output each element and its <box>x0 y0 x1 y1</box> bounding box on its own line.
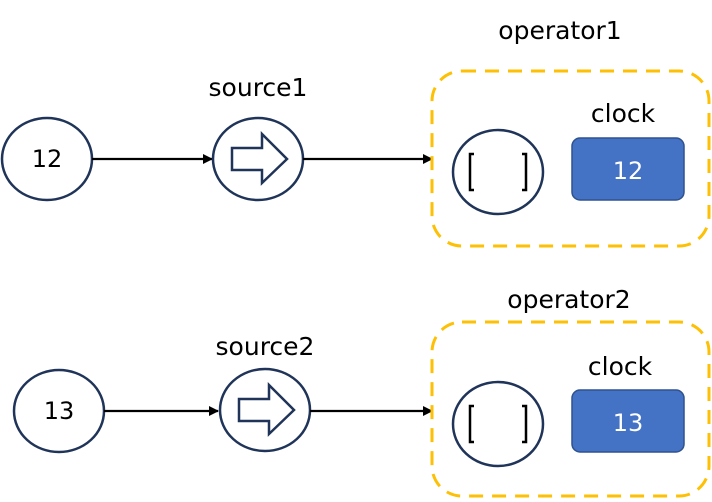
clock-value-2: 13 <box>613 409 644 437</box>
operator-state-node-1 <box>451 128 545 216</box>
clock-box-2 <box>571 389 685 453</box>
empty-state-brackets-icon <box>468 404 528 444</box>
right-arrow-icon <box>237 381 296 437</box>
empty-state-brackets-icon <box>468 152 528 192</box>
input-value-2: 13 <box>44 397 75 425</box>
source-label-1: source1 <box>209 73 308 102</box>
operator-box-2 <box>430 320 711 498</box>
source-label-2: source2 <box>216 332 315 361</box>
clock-label-1: clock <box>591 99 656 128</box>
operator-label-1: operator1 <box>498 16 621 45</box>
clock-value-1: 12 <box>613 157 644 185</box>
operator-box-1 <box>430 69 711 248</box>
pipeline-row-2: 13 source2 operator2 clock 13 <box>12 285 711 498</box>
clock-label-2: clock <box>588 352 653 381</box>
input-value-1: 12 <box>32 145 63 173</box>
operator-state-node-2 <box>451 380 545 468</box>
operator-label-2: operator2 <box>507 285 630 314</box>
clock-box-1 <box>571 137 685 201</box>
pipeline-row-1: 12 source1 operator1 clock 12 <box>0 16 711 248</box>
right-arrow-icon <box>230 130 289 186</box>
